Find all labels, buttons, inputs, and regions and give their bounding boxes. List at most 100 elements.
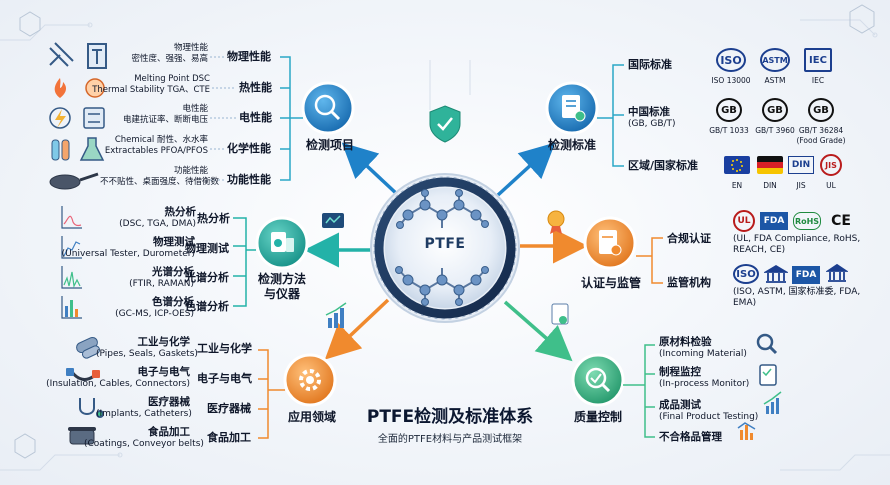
method-row-4-title: 色谱分析 [152, 296, 194, 308]
app-row-4-desc: 食品加工 (Coatings, Conveyor belts) [84, 426, 204, 450]
arrow-to-test-items [341, 142, 400, 197]
method-row-2-desc: 物理测试 (Universal Tester, Durometer) [30, 236, 195, 260]
arrow-to-applications [324, 298, 390, 360]
lightning-icon [49, 107, 105, 129]
quality-row-3[interactable]: 成品测试 (Final Product Testing) [659, 399, 758, 423]
quality-row-4-name: 不合格品管理 [659, 431, 722, 443]
agency-name[interactable]: 监管机构 [667, 276, 711, 289]
method-row-2-title: 物理测试 [153, 236, 195, 248]
test-items-node[interactable] [301, 81, 355, 135]
iso-logo: ISO [716, 48, 746, 72]
quality-label[interactable]: 质量控制 [573, 410, 622, 424]
stethoscope-icon [79, 398, 104, 418]
method-row-2-name[interactable]: 物理测试 [185, 242, 229, 255]
test-row-4-desc-line1: Chemical 耐性、水水率 [114, 135, 208, 145]
test-row-1-desc-line1: 物理性能 [173, 43, 208, 53]
method-row-3-title: 光谱分析 [152, 266, 194, 278]
spectrum-chart-icon [61, 266, 82, 289]
ul-cert-logo: UL [733, 210, 755, 232]
shield-check-icon [429, 105, 461, 143]
method-row-4-name[interactable]: 色谱分析 [185, 300, 229, 313]
arrow-to-standards [496, 142, 556, 197]
agency-desc-line2: EMA) [733, 298, 757, 309]
methods-node[interactable] [255, 216, 309, 270]
test-row-2-name[interactable]: 热性能 [239, 81, 272, 94]
pot-icon [68, 427, 96, 445]
applications-label[interactable]: 应用领域 [287, 410, 336, 424]
app-row-4-name[interactable]: 食品加工 [207, 431, 251, 444]
quality-row-2-sub: (In-process Monitor) [659, 379, 750, 390]
methods-label-line1: 检测方法 [257, 272, 306, 286]
flame-icon [54, 78, 105, 98]
test-row-4-name[interactable]: 化学性能 [227, 142, 271, 155]
certification-node[interactable] [583, 216, 637, 270]
bar-chart-icon [325, 302, 347, 328]
intl-standards-name[interactable]: 国际标准 [628, 58, 672, 71]
test-row-3-desc-line1: 电性能 [182, 104, 208, 114]
page-subtitle: 全面的PTFE材料与产品测试框架 [377, 434, 523, 445]
methods-label[interactable]: 检测方法 与仪器 [252, 272, 312, 302]
app-row-2-name[interactable]: 电子与电气 [197, 372, 252, 385]
corner-hexagons [14, 4, 875, 459]
test-row-5-desc-line1: 功能性能 [173, 166, 208, 176]
quality-row-3-name: 成品测试 [659, 399, 701, 411]
gb-caption-2: GB/T 3960 [755, 126, 795, 135]
method-row-3-name[interactable]: 光谱分析 [185, 271, 229, 284]
compliance-desc-line2: REACH, CE) [733, 245, 786, 256]
quality-row-1[interactable]: 原材料检验 (Incoming Material) [659, 336, 747, 360]
app-row-4-title: 食品加工 [148, 426, 190, 438]
monitor-icon [322, 213, 344, 228]
regional-standards-name[interactable]: 区域/国家标准 [628, 159, 699, 172]
compliance-name[interactable]: 合规认证 [667, 232, 711, 245]
test-row-1-desc-line2: 密性度、强强、易高 [131, 53, 208, 64]
app-row-3-name[interactable]: 医疗器械 [207, 402, 251, 415]
applications-node[interactable] [283, 353, 337, 407]
test-row-5-name[interactable]: 功能性能 [227, 173, 271, 186]
app-row-2-sub: (Insulation, Cables, Connectors) [46, 379, 190, 390]
method-row-4-sub: (GC-MS, ICP-OES) [115, 309, 194, 320]
test-row-5-desc: 功能性能 不不贴性、桌面强度、待借衡数 [100, 166, 219, 187]
iec-logo: IEC [804, 48, 832, 72]
page-title: PTFE检测及标准体系 [366, 407, 534, 427]
en-caption: EN [731, 181, 743, 190]
method-row-1-name[interactable]: 热分析 [197, 212, 230, 225]
quality-bracket [623, 344, 655, 438]
app-row-4-sub: (Coatings, Conveyor belts) [84, 439, 204, 450]
test-items-label[interactable]: 检测项目 [305, 138, 354, 152]
china-standards[interactable]: 中国标准 (GB, GB/T) [628, 106, 676, 130]
iso-agency-logo: ISO [733, 264, 759, 284]
astm-caption: ASTM [764, 76, 786, 85]
app-row-2-desc: 电子与电气 (Insulation, Cables, Connectors) [40, 366, 190, 390]
test-row-3-name[interactable]: 电性能 [239, 111, 272, 124]
cable-icon [66, 368, 100, 381]
method-row-2-sub: (Universal Tester, Durometer) [61, 249, 195, 260]
molecule-atoms [395, 189, 489, 306]
certification-label[interactable]: 认证与监管 [580, 276, 641, 290]
certification-bracket [636, 237, 663, 284]
gb-caption-3b: (Food Grade) [796, 136, 846, 145]
methods-bracket [233, 217, 256, 307]
app-row-1-sub: (Pipes, Seals, Gaskets) [96, 349, 198, 360]
app-row-1-desc: 工业与化学 (Pipes, Seals, Gaskets) [96, 336, 198, 360]
quality-node[interactable] [571, 353, 625, 407]
gb-caption-3: GB/T 36284 [798, 126, 844, 135]
din-caption: DIN [763, 181, 777, 190]
medal-icon [547, 210, 565, 234]
pan-icon [49, 172, 99, 190]
fda-cert-logo: FDA [760, 212, 788, 230]
report-chart-icon [737, 422, 756, 440]
app-row-1-name[interactable]: 工业与化学 [197, 342, 252, 355]
quality-row-2[interactable]: 制程监控 (In-process Monitor) [659, 366, 749, 390]
app-row-1-title: 工业与化学 [137, 336, 191, 348]
ptfe-center-label: PTFE [424, 236, 466, 252]
standards-label[interactable]: 检测标准 [547, 138, 596, 152]
test-items-leaders [210, 56, 236, 181]
quality-row-4[interactable]: 不合格品管理 [659, 431, 722, 444]
standards-node[interactable] [545, 81, 599, 135]
method-row-1-desc: 热分析 (DSC, TGA, DMA) [86, 206, 196, 230]
rohs-cert-logo: RoHS [793, 212, 821, 230]
test-row-1-name[interactable]: 物理性能 [227, 50, 271, 63]
quality-row-2-name: 制程监控 [659, 366, 701, 378]
agency-desc-line1: (ISO, ASTM, 国家标准委, FDA, [733, 287, 861, 297]
